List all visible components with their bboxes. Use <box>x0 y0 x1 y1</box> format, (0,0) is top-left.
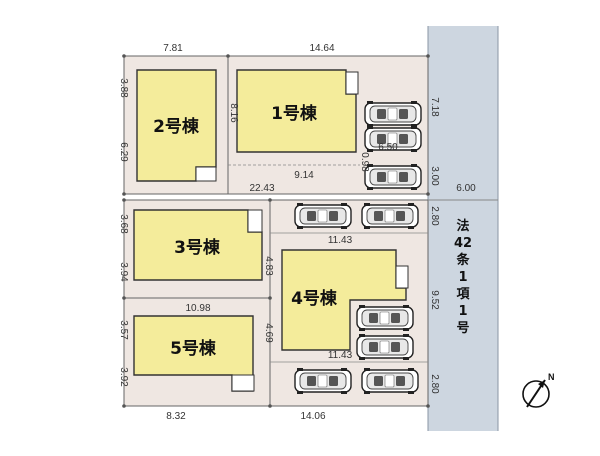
dim-lot3-483: 4.83 <box>263 256 274 276</box>
car-icon <box>361 367 419 395</box>
svg-text:法: 法 <box>456 218 469 234</box>
dim-lot1-098: 0.98 <box>359 152 370 172</box>
svg-text:号: 号 <box>456 321 469 336</box>
dim-lot1-816: 8.16 <box>228 103 239 123</box>
building-4-label: 4号棟 <box>291 288 338 309</box>
dim-mid-2243: 22.43 <box>249 183 274 194</box>
dim-lot1-914: 9.14 <box>294 170 314 181</box>
car-icon <box>356 333 414 361</box>
svg-text:1: 1 <box>458 304 467 319</box>
dim-lot4-bottom: 11.43 <box>328 350 353 361</box>
svg-text:1: 1 <box>458 270 467 285</box>
building-1-label: 1号棟 <box>271 103 318 124</box>
dim-lot3-1098: 10.98 <box>185 303 210 314</box>
svg-text:42: 42 <box>454 236 472 251</box>
road <box>428 26 498 431</box>
car-icon <box>294 202 352 230</box>
car-icon <box>356 304 414 332</box>
dim-right-280b: 2.80 <box>429 374 440 394</box>
dim-lot1-650: 6.50 <box>378 142 398 153</box>
building-4 <box>281 249 407 351</box>
dim-left-368: 3.68 <box>118 214 129 234</box>
dim-lot5-469: 4.69 <box>263 323 274 343</box>
car-icon <box>364 100 422 128</box>
building-2-label: 2号棟 <box>153 116 200 137</box>
dim-right-718: 7.18 <box>429 97 440 117</box>
dim-bottom-1406: 14.06 <box>300 411 325 422</box>
car-icon <box>364 163 422 191</box>
dim-left-629: 6.29 <box>118 142 129 162</box>
dim-left-394: 3.94 <box>118 262 129 282</box>
dim-top-right: 14.64 <box>309 43 334 54</box>
dim-top-left: 7.81 <box>163 43 183 54</box>
building-3-label: 3号棟 <box>174 237 221 258</box>
building-5-label: 5号棟 <box>170 338 217 359</box>
car-icon <box>361 202 419 230</box>
dim-bottom-832: 8.32 <box>166 411 186 422</box>
svg-text:条: 条 <box>456 252 470 268</box>
dim-left-392: 3.92 <box>118 367 129 387</box>
car-icon <box>294 367 352 395</box>
svg-text:項: 項 <box>456 287 470 302</box>
dim-right-300: 3.00 <box>429 166 440 186</box>
dim-right-952: 9.52 <box>429 290 440 310</box>
dim-left-357: 3.57 <box>118 320 129 340</box>
dim-right-280a: 2.80 <box>429 206 440 226</box>
dim-lot4-top: 11.43 <box>328 235 353 246</box>
dim-road-width: 6.00 <box>456 183 476 194</box>
road-label: 法 42 条 1 項 1 号 <box>454 218 472 336</box>
north-arrow-icon: N <box>522 372 555 408</box>
svg-text:N: N <box>548 372 555 382</box>
dim-left-388: 3.88 <box>118 78 129 98</box>
